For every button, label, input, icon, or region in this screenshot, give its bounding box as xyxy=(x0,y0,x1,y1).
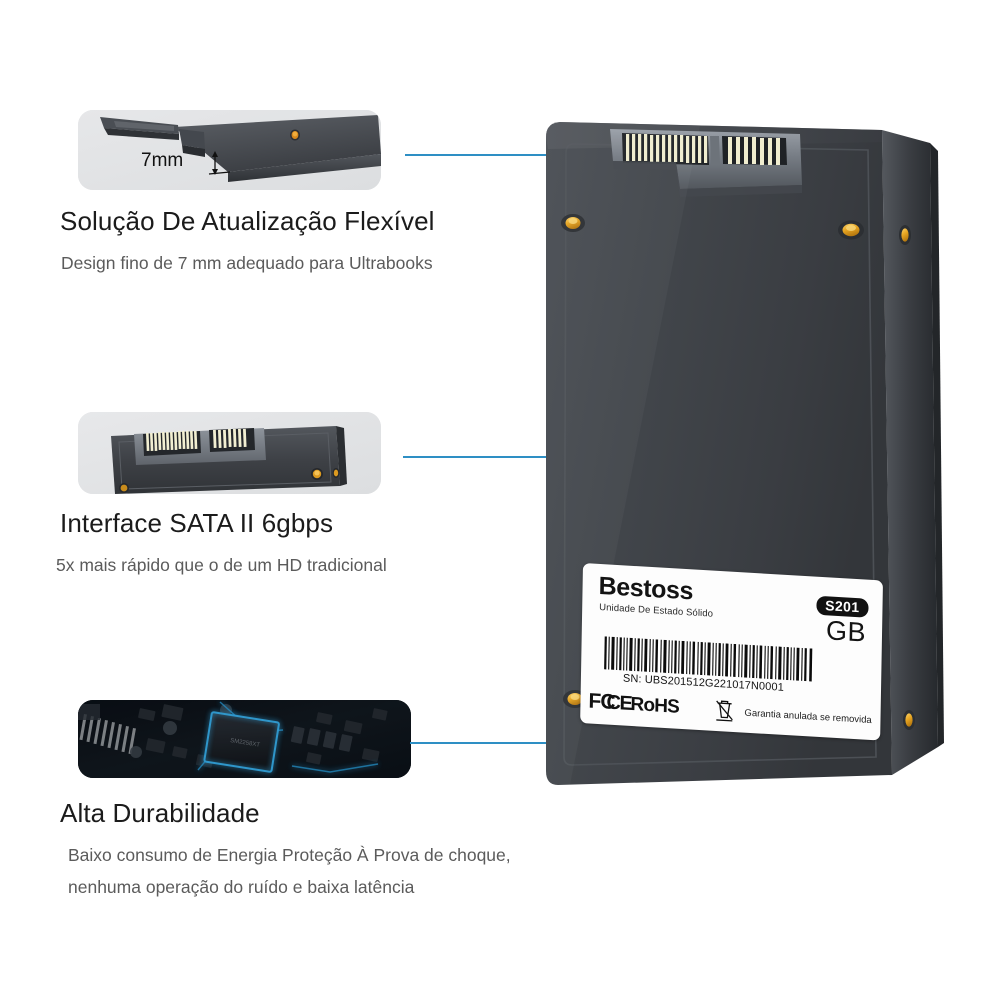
pin-header xyxy=(79,714,136,755)
controller-chip: SM2258XT xyxy=(203,711,280,773)
sata-connector-illustration xyxy=(78,412,381,494)
leader-line-high-durability xyxy=(410,742,632,744)
ssd-thickness-illustration: 7mm xyxy=(78,110,381,190)
sata-data-pins xyxy=(728,137,780,165)
circuit-board-illustration: SM2258XT xyxy=(78,700,411,778)
thickness-caption: 7mm xyxy=(141,150,183,171)
feature-subtitle-high-durability-line2: nenhuma operação do ruído e baixa latênc… xyxy=(68,877,415,897)
feature-title-flexible-upgrade: Solução De Atualização Flexível xyxy=(60,206,435,236)
leader-line-flexible-upgrade xyxy=(405,154,547,156)
leader-line-sata-interface-horizontal xyxy=(403,456,640,458)
feature-image-circuit-board-photo: SM2258XT xyxy=(78,700,411,778)
svg-text:SM2258XT: SM2258XT xyxy=(230,738,261,749)
solder-pads xyxy=(290,726,353,752)
feature-subtitle-sata-interface: 5x mais rápido que o de um HD tradiciona… xyxy=(56,555,387,575)
feature-image-sata-connector-photo xyxy=(78,412,381,494)
feature-image-ssd-thickness-photo: 7mm xyxy=(78,110,381,190)
ssd-right-rim xyxy=(930,143,944,747)
sata-data-pins xyxy=(213,428,247,448)
smd-components xyxy=(138,704,388,768)
product-image-ssd-2-5-inch xyxy=(546,122,944,785)
feature-subtitle-high-durability-line1: Baixo consumo de Energia Proteção À Prov… xyxy=(68,845,511,865)
ssd-right-edge xyxy=(882,130,938,775)
feature-title-high-durability: Alta Durabilidade xyxy=(60,798,260,828)
mounting-screws xyxy=(119,468,340,493)
feature-title-sata-interface: Interface SATA II 6gbps xyxy=(60,508,334,538)
feature-subtitle-flexible-upgrade: Design fino de 7 mm adequado para Ultrab… xyxy=(61,253,433,273)
mounting-screws-side xyxy=(899,225,915,730)
sata-power-pins xyxy=(626,134,708,163)
sata-power-pins xyxy=(146,430,198,451)
sata-connector xyxy=(610,129,802,197)
